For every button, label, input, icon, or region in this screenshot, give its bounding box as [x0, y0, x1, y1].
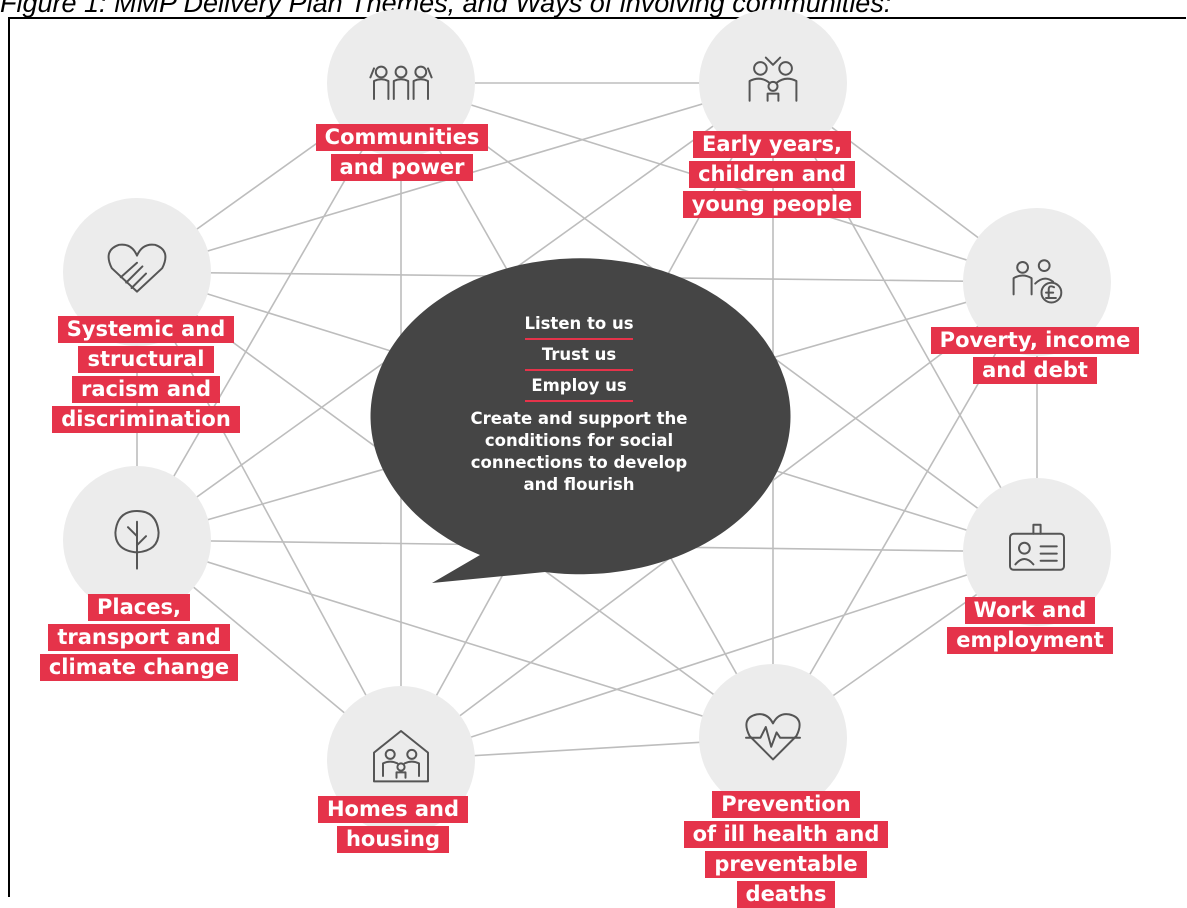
label-line: employment — [947, 627, 1113, 654]
divider — [525, 369, 633, 371]
theme-label-work: Work and employment — [930, 597, 1130, 654]
heartbeat-icon — [745, 713, 801, 761]
theme-label-homes: Homes and housing — [300, 796, 486, 853]
label-line: racism and — [71, 376, 221, 403]
label-line: children and — [689, 161, 855, 188]
label-line: preventable — [705, 851, 867, 878]
label-line: deaths — [736, 881, 836, 908]
label-line: Early years, — [692, 131, 851, 158]
speech-bubble — [370, 258, 791, 583]
divider — [525, 400, 633, 402]
theme-label-prevention: Prevention of ill health and preventable… — [672, 791, 900, 908]
label-line: housing — [336, 826, 449, 853]
label-line: Communities — [315, 124, 489, 151]
label-line: and debt — [973, 357, 1097, 384]
family-child-icon — [748, 56, 798, 102]
theme-label-places: Places, transport and climate change — [14, 594, 264, 681]
icon-circle — [327, 9, 475, 157]
center-message-block: Listen to us Trust us Employ us Create a… — [408, 309, 750, 496]
label-line: Places, — [88, 594, 190, 621]
figure-caption: Figure 1: MMP Delivery Plan Themes, and … — [0, 0, 892, 18]
id-badge-icon — [1009, 523, 1065, 571]
label-line: transport and — [48, 624, 230, 651]
icon-circles — [63, 9, 1111, 834]
label-line: Prevention — [712, 791, 860, 818]
message-trust: Trust us — [541, 345, 617, 364]
cta-line: connections to develop — [470, 453, 688, 472]
connector-line — [136, 539, 774, 739]
theme-label-poverty: Poverty, income and debt — [910, 327, 1160, 384]
icon-circle — [699, 664, 847, 812]
figure-frame — [8, 17, 1186, 897]
message-listen: Listen to us — [524, 314, 634, 333]
cta-line: and flourish — [523, 475, 635, 494]
theme-label-early-years: Early years, children and young people — [662, 131, 882, 218]
label-line: structural — [78, 346, 214, 373]
message-employ: Employ us — [531, 376, 627, 395]
label-line: climate change — [39, 654, 239, 681]
label-line: Work and — [964, 597, 1096, 624]
handshake-heart-icon — [107, 243, 167, 293]
tree-icon — [114, 510, 160, 570]
cta-line: conditions for social — [484, 431, 674, 450]
label-line: Homes and — [317, 796, 469, 823]
theme-label-communities: Communities and power — [304, 124, 500, 181]
theme-label-racism: Systemic and structural racism and discr… — [26, 316, 266, 433]
label-line: of ill health and — [683, 821, 889, 848]
call-to-action: Create and support the conditions for so… — [408, 402, 750, 496]
label-line: Systemic and — [57, 316, 235, 343]
icon-circle — [963, 478, 1111, 626]
cta-line: Create and support the — [470, 409, 688, 428]
house-family-icon — [373, 730, 429, 783]
label-line: Poverty, income — [930, 327, 1140, 354]
icon-circle — [699, 9, 847, 157]
label-line: and power — [330, 154, 474, 181]
label-line: young people — [682, 191, 862, 218]
family-pound-icon — [1012, 259, 1063, 304]
connector-line — [400, 551, 1038, 761]
label-line: discrimination — [52, 406, 240, 433]
divider — [525, 338, 633, 340]
community-people-icon — [369, 65, 433, 100]
